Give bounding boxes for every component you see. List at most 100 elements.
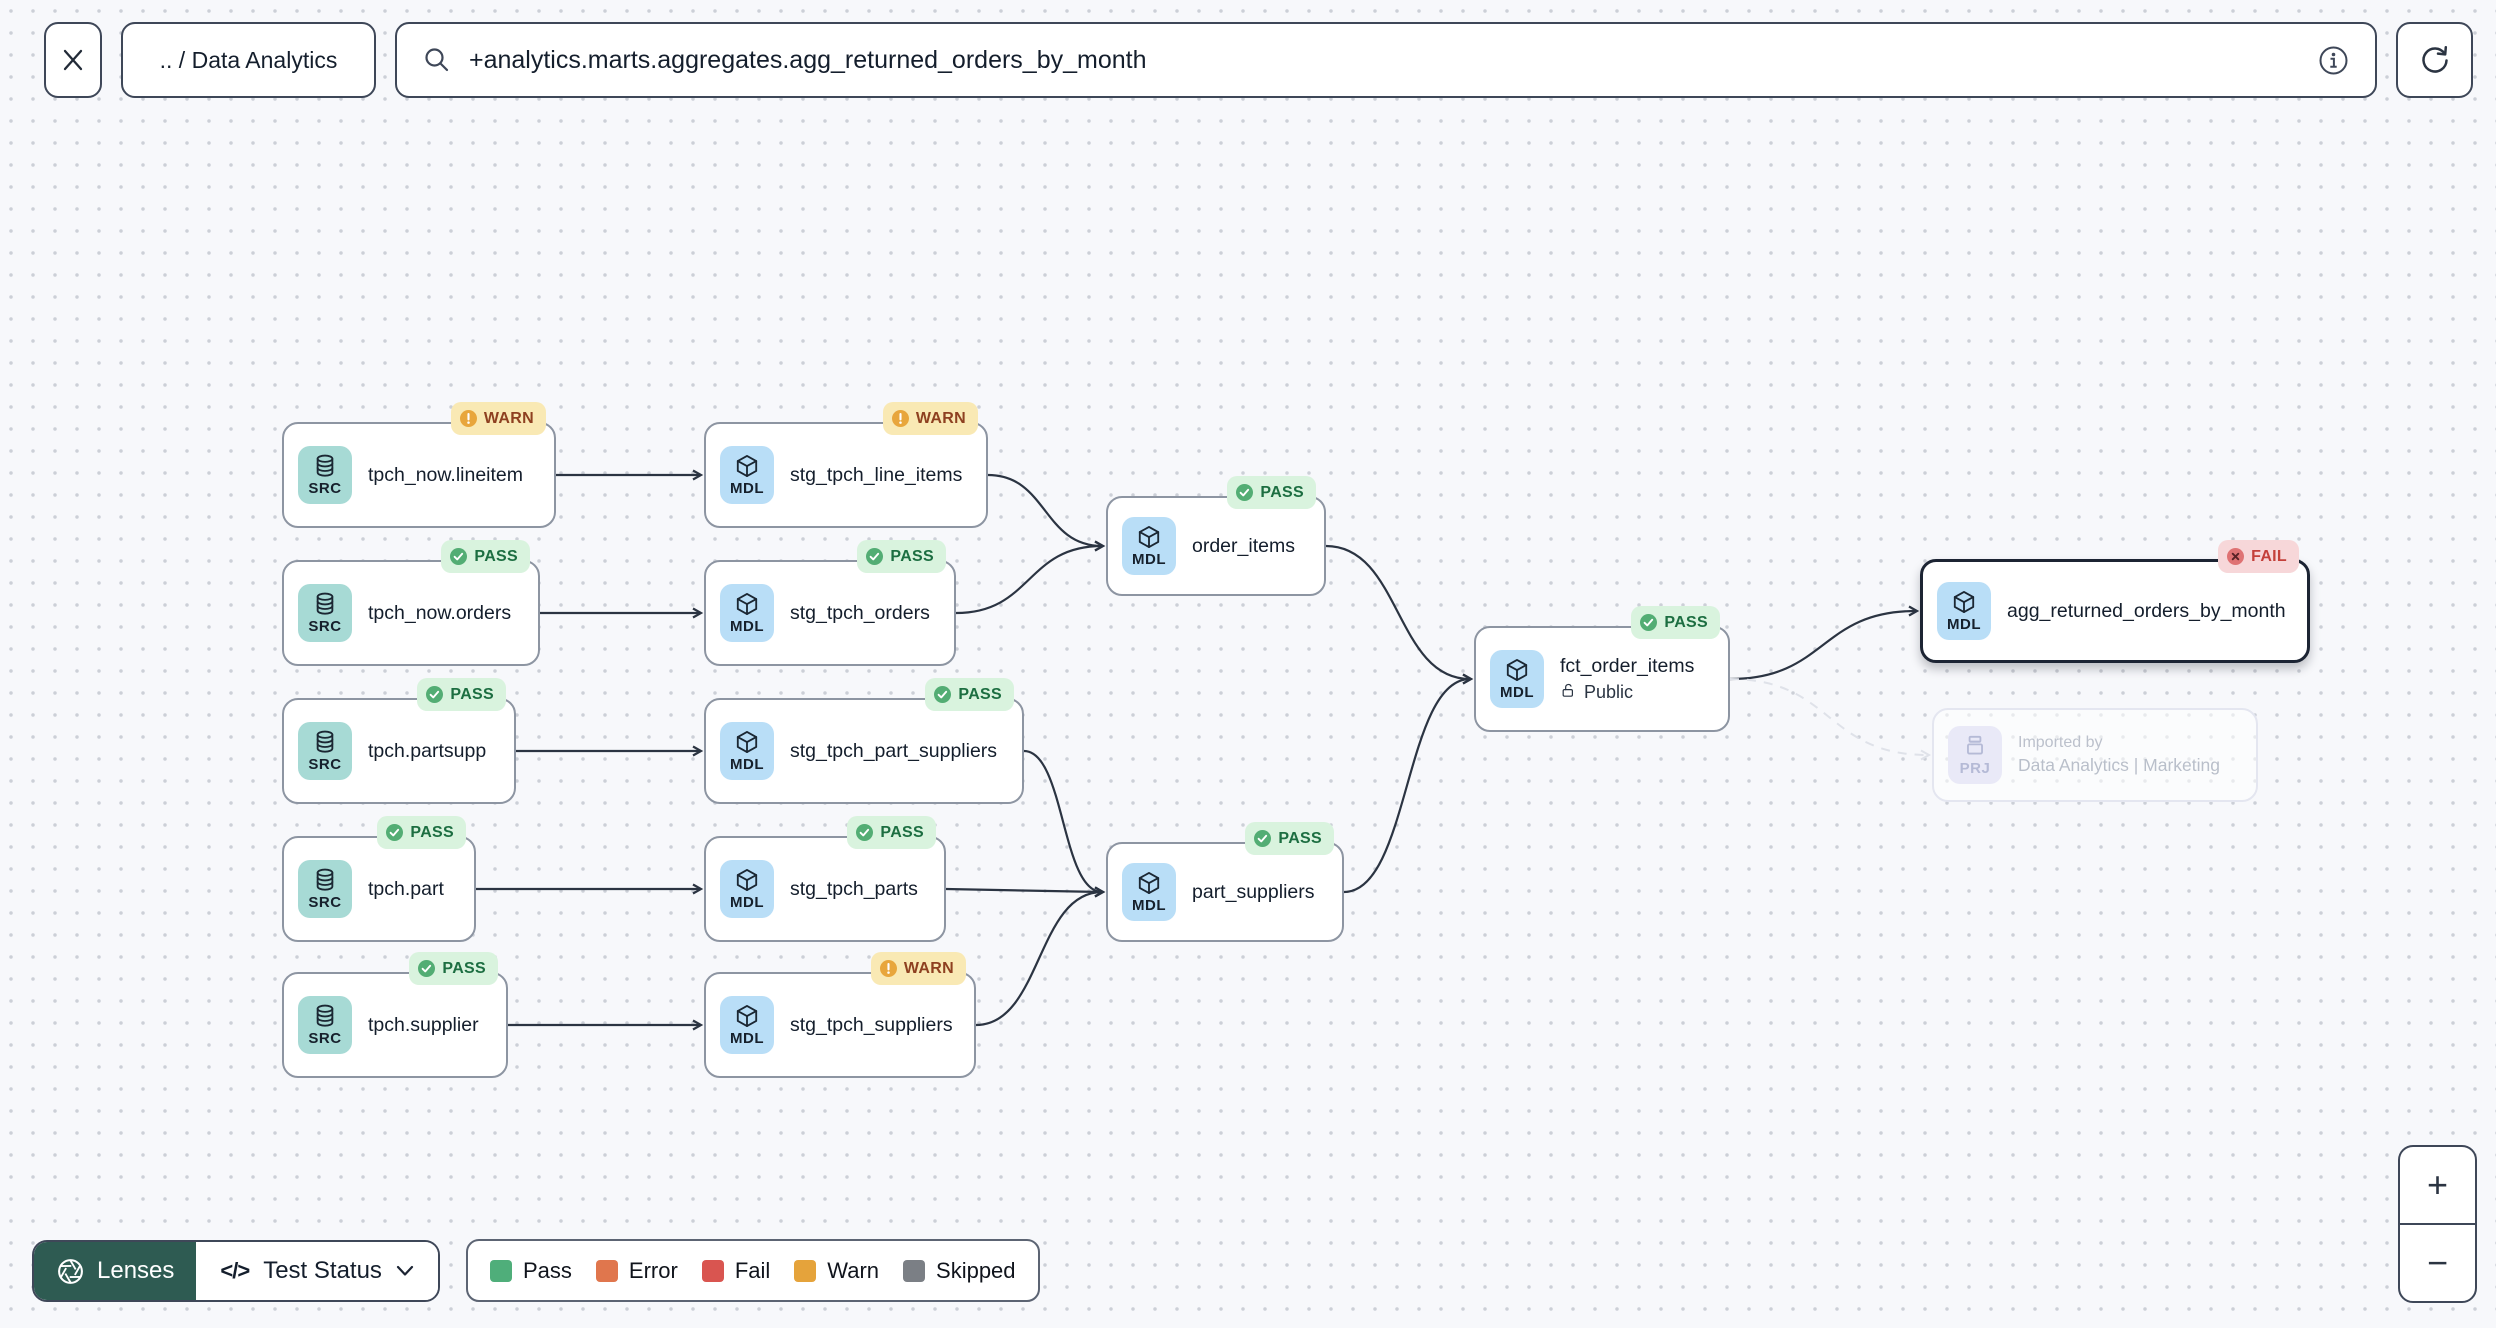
legend-item-warn: Warn (794, 1258, 879, 1284)
zoom-in-button[interactable]: + (2400, 1147, 2475, 1225)
database-icon: SRC (298, 446, 352, 504)
node-imported_by_project[interactable]: PRJ Imported by Data Analytics | Marketing (1932, 708, 2258, 802)
aperture-icon (58, 1258, 83, 1284)
node-texts: stg_tpch_line_items (790, 464, 962, 487)
node-texts: agg_returned_orders_by_month (2007, 600, 2286, 623)
status-badge-pass: PASS (847, 816, 936, 849)
node-texts: tpch.partsupp (368, 740, 486, 763)
edge-stg_tpch_part_suppliers-to-part_suppliers (1023, 749, 1106, 898)
status-badge-fail: FAIL (2218, 540, 2299, 573)
edge-fct_order_items-to-agg_returned_orders_by_month (1729, 605, 1920, 681)
legend-label: Error (628, 1257, 678, 1283)
node-prelabel: Imported by (2018, 734, 2103, 751)
cube-icon: MDL (720, 446, 774, 504)
node-tpch_partsupp[interactable]: PASS SRC tpch.partsupp (282, 678, 516, 804)
node-label: stg_tpch_parts (790, 877, 918, 900)
status-badge-pass: PASS (441, 540, 530, 573)
node-label: Data Analytics | Marketing (2018, 755, 2220, 775)
status-badge-warn: WARN (882, 402, 978, 435)
node-label: part_suppliers (1192, 880, 1315, 903)
status-badge-warn: WARN (870, 952, 966, 985)
lenses-button[interactable]: Lenses (34, 1242, 197, 1300)
refresh-button[interactable] (2396, 22, 2473, 98)
lens-bar: Lenses </> Test Status (32, 1240, 440, 1302)
database-icon: SRC (298, 996, 352, 1054)
node-texts: tpch_now.orders (368, 602, 511, 625)
legend-swatch (595, 1259, 618, 1282)
cube-icon: MDL (720, 860, 774, 918)
node-texts: Imported by Data Analytics | Marketing (2018, 734, 2220, 776)
node-label: stg_tpch_suppliers (790, 1013, 953, 1036)
node-texts: tpch.supplier (368, 1014, 479, 1037)
node-tpch_now_lineitem[interactable]: WARN SRC tpch_now.lineitem (282, 402, 556, 528)
node-label: stg_tpch_line_items (790, 463, 963, 486)
status-badge-pass: PASS (377, 816, 466, 849)
node-texts: stg_tpch_part_suppliers (790, 740, 997, 763)
status-badge-pass: PASS (857, 540, 946, 573)
zoom-out-button[interactable]: − (2400, 1225, 2475, 1301)
node-texts: order_items (1192, 535, 1295, 558)
legend-label: Warn (827, 1257, 880, 1283)
status-badge-pass: PASS (925, 678, 1014, 711)
close-button[interactable] (44, 22, 102, 98)
legend-swatch (794, 1259, 817, 1282)
close-icon (63, 49, 83, 71)
status-badge-warn: WARN (450, 402, 546, 435)
node-tpch_supplier[interactable]: PASS SRC tpch.supplier (282, 952, 508, 1078)
node-stg_tpch_parts[interactable]: PASS MDL stg_tpch_parts (704, 816, 946, 942)
breadcrumb[interactable]: .. / Data Analytics (121, 22, 376, 98)
refresh-icon (2421, 45, 2448, 73)
test-status-legend: Pass Error Fail Warn Skipped (466, 1239, 1040, 1302)
node-label: tpch_now.lineitem (368, 463, 524, 486)
project-icon: PRJ (1948, 726, 2002, 784)
edge-stg_tpch_suppliers-to-part_suppliers (975, 886, 1106, 1027)
code-icon: </> (220, 1258, 250, 1283)
lenses-label: Lenses (97, 1257, 175, 1284)
cube-icon: MDL (1937, 582, 1991, 640)
node-label: fct_order_items (1560, 654, 1695, 677)
node-label: tpch.part (368, 877, 444, 900)
node-texts: stg_tpch_suppliers (790, 1014, 953, 1037)
search-icon (425, 48, 449, 72)
node-texts: stg_tpch_orders (790, 602, 930, 625)
lens-selector[interactable]: </> Test Status (196, 1242, 438, 1300)
node-texts: fct_order_items Public (1560, 655, 1694, 704)
node-tpch_now_orders[interactable]: PASS SRC tpch_now.orders (282, 540, 540, 666)
node-stg_tpch_part_suppliers[interactable]: PASS MDL stg_tpch_part_suppliers (704, 678, 1024, 804)
cube-icon: MDL (1122, 863, 1176, 921)
search-value: +analytics.marts.aggregates.agg_returned… (469, 45, 1147, 74)
node-label: order_items (1192, 534, 1295, 557)
node-stg_tpch_orders[interactable]: PASS MDL stg_tpch_orders (704, 540, 956, 666)
node-stg_tpch_line_items[interactable]: WARN MDL stg_tpch_line_items (704, 402, 988, 528)
node-part_suppliers[interactable]: PASS MDL part_suppliers (1106, 822, 1344, 942)
node-agg_returned_orders_by_month[interactable]: FAIL MDL agg_returned_orders_by_month (1920, 540, 2310, 663)
database-icon: SRC (298, 722, 352, 780)
database-icon: SRC (298, 860, 352, 918)
legend-swatch (701, 1259, 724, 1282)
search-input[interactable]: +analytics.marts.aggregates.agg_returned… (395, 22, 2377, 98)
top-toolbar: .. / Data Analytics +analytics.marts.agg… (44, 22, 2473, 98)
node-label: tpch.partsupp (368, 739, 487, 762)
zoom-controls: + − (2398, 1145, 2477, 1303)
node-texts: part_suppliers (1192, 881, 1314, 904)
cube-icon: MDL (720, 584, 774, 642)
node-texts: tpch_now.lineitem (368, 464, 523, 487)
status-badge-pass: PASS (1631, 606, 1720, 639)
status-badge-pass: PASS (1245, 822, 1334, 855)
database-icon: SRC (298, 584, 352, 642)
node-tpch_part[interactable]: PASS SRC tpch.part (282, 816, 476, 942)
node-texts: stg_tpch_parts (790, 878, 918, 901)
info-icon[interactable] (2318, 45, 2349, 76)
node-label: tpch_now.orders (368, 601, 512, 624)
status-badge-pass: PASS (409, 952, 498, 985)
status-badge-pass: PASS (417, 678, 506, 711)
edge-stg_tpch_line_items-to-order_items (987, 473, 1106, 552)
legend-label: Pass (523, 1257, 572, 1283)
chevron-down-icon (396, 1265, 414, 1276)
cube-icon: MDL (720, 722, 774, 780)
